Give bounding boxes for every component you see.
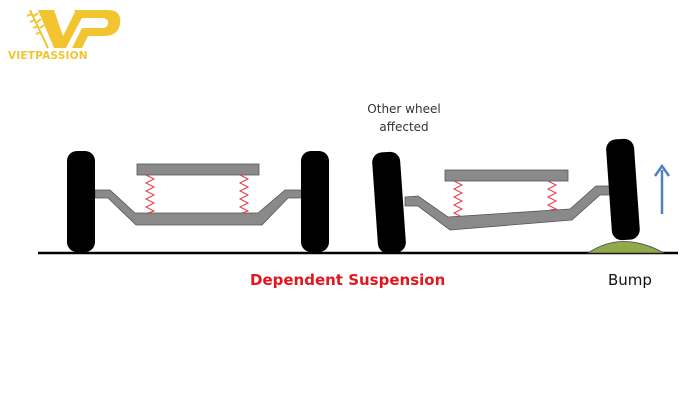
wheel-right-level [301,151,329,252]
frame-bump [444,169,569,182]
other-wheel-affected-label: Other wheel affected [367,102,441,134]
bump-label: Bump [608,271,652,289]
axle-bump [404,185,611,231]
bump-shape [586,241,665,254]
upward-arrow-icon [653,163,671,177]
diagram-title: Dependent Suspension [250,271,446,289]
panel-level [67,151,329,252]
panel-bump [372,138,671,254]
logo-text: VIETPASSION [8,50,88,62]
spring-left-level [144,174,156,214]
spring-right-bump [546,180,558,211]
spring-left-bump [452,180,464,217]
wheel-left-level [67,151,95,252]
wheel-left-bump [372,151,406,254]
frame-level [136,163,260,176]
spring-right-level [238,174,250,214]
wheel-right-bump [606,138,640,241]
vietpassion-logo: VIETPASSION [8,4,128,66]
vp-monogram-icon [26,9,121,49]
axle-level [94,189,303,226]
